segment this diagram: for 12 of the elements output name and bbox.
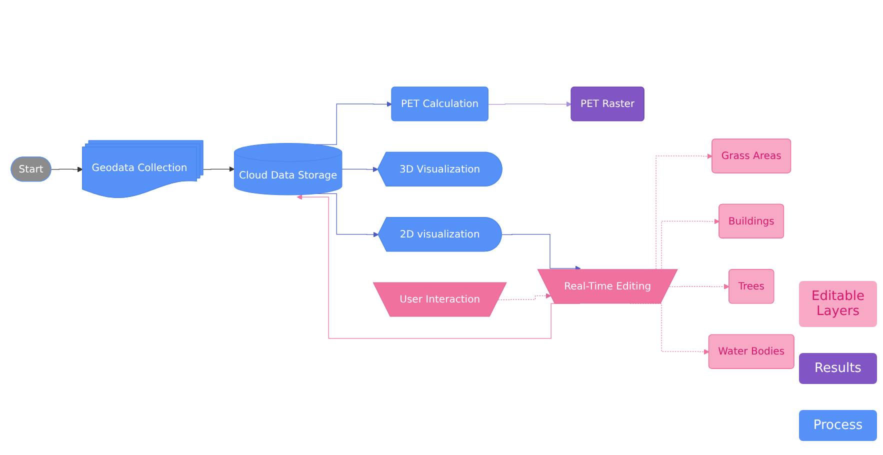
arrow: [51, 166, 83, 172]
arrow: [498, 292, 552, 300]
arrow: [488, 101, 572, 107]
arrow: [202, 166, 235, 172]
arrow: [315, 193, 379, 238]
legend-item: Editable Layers: [799, 281, 877, 327]
arrow: [502, 234, 581, 271]
legend-item: Process: [799, 410, 877, 441]
arrow: [668, 284, 730, 290]
arrow: [342, 166, 378, 172]
arrow: [296, 194, 580, 338]
legend-item: Results: [799, 353, 877, 384]
